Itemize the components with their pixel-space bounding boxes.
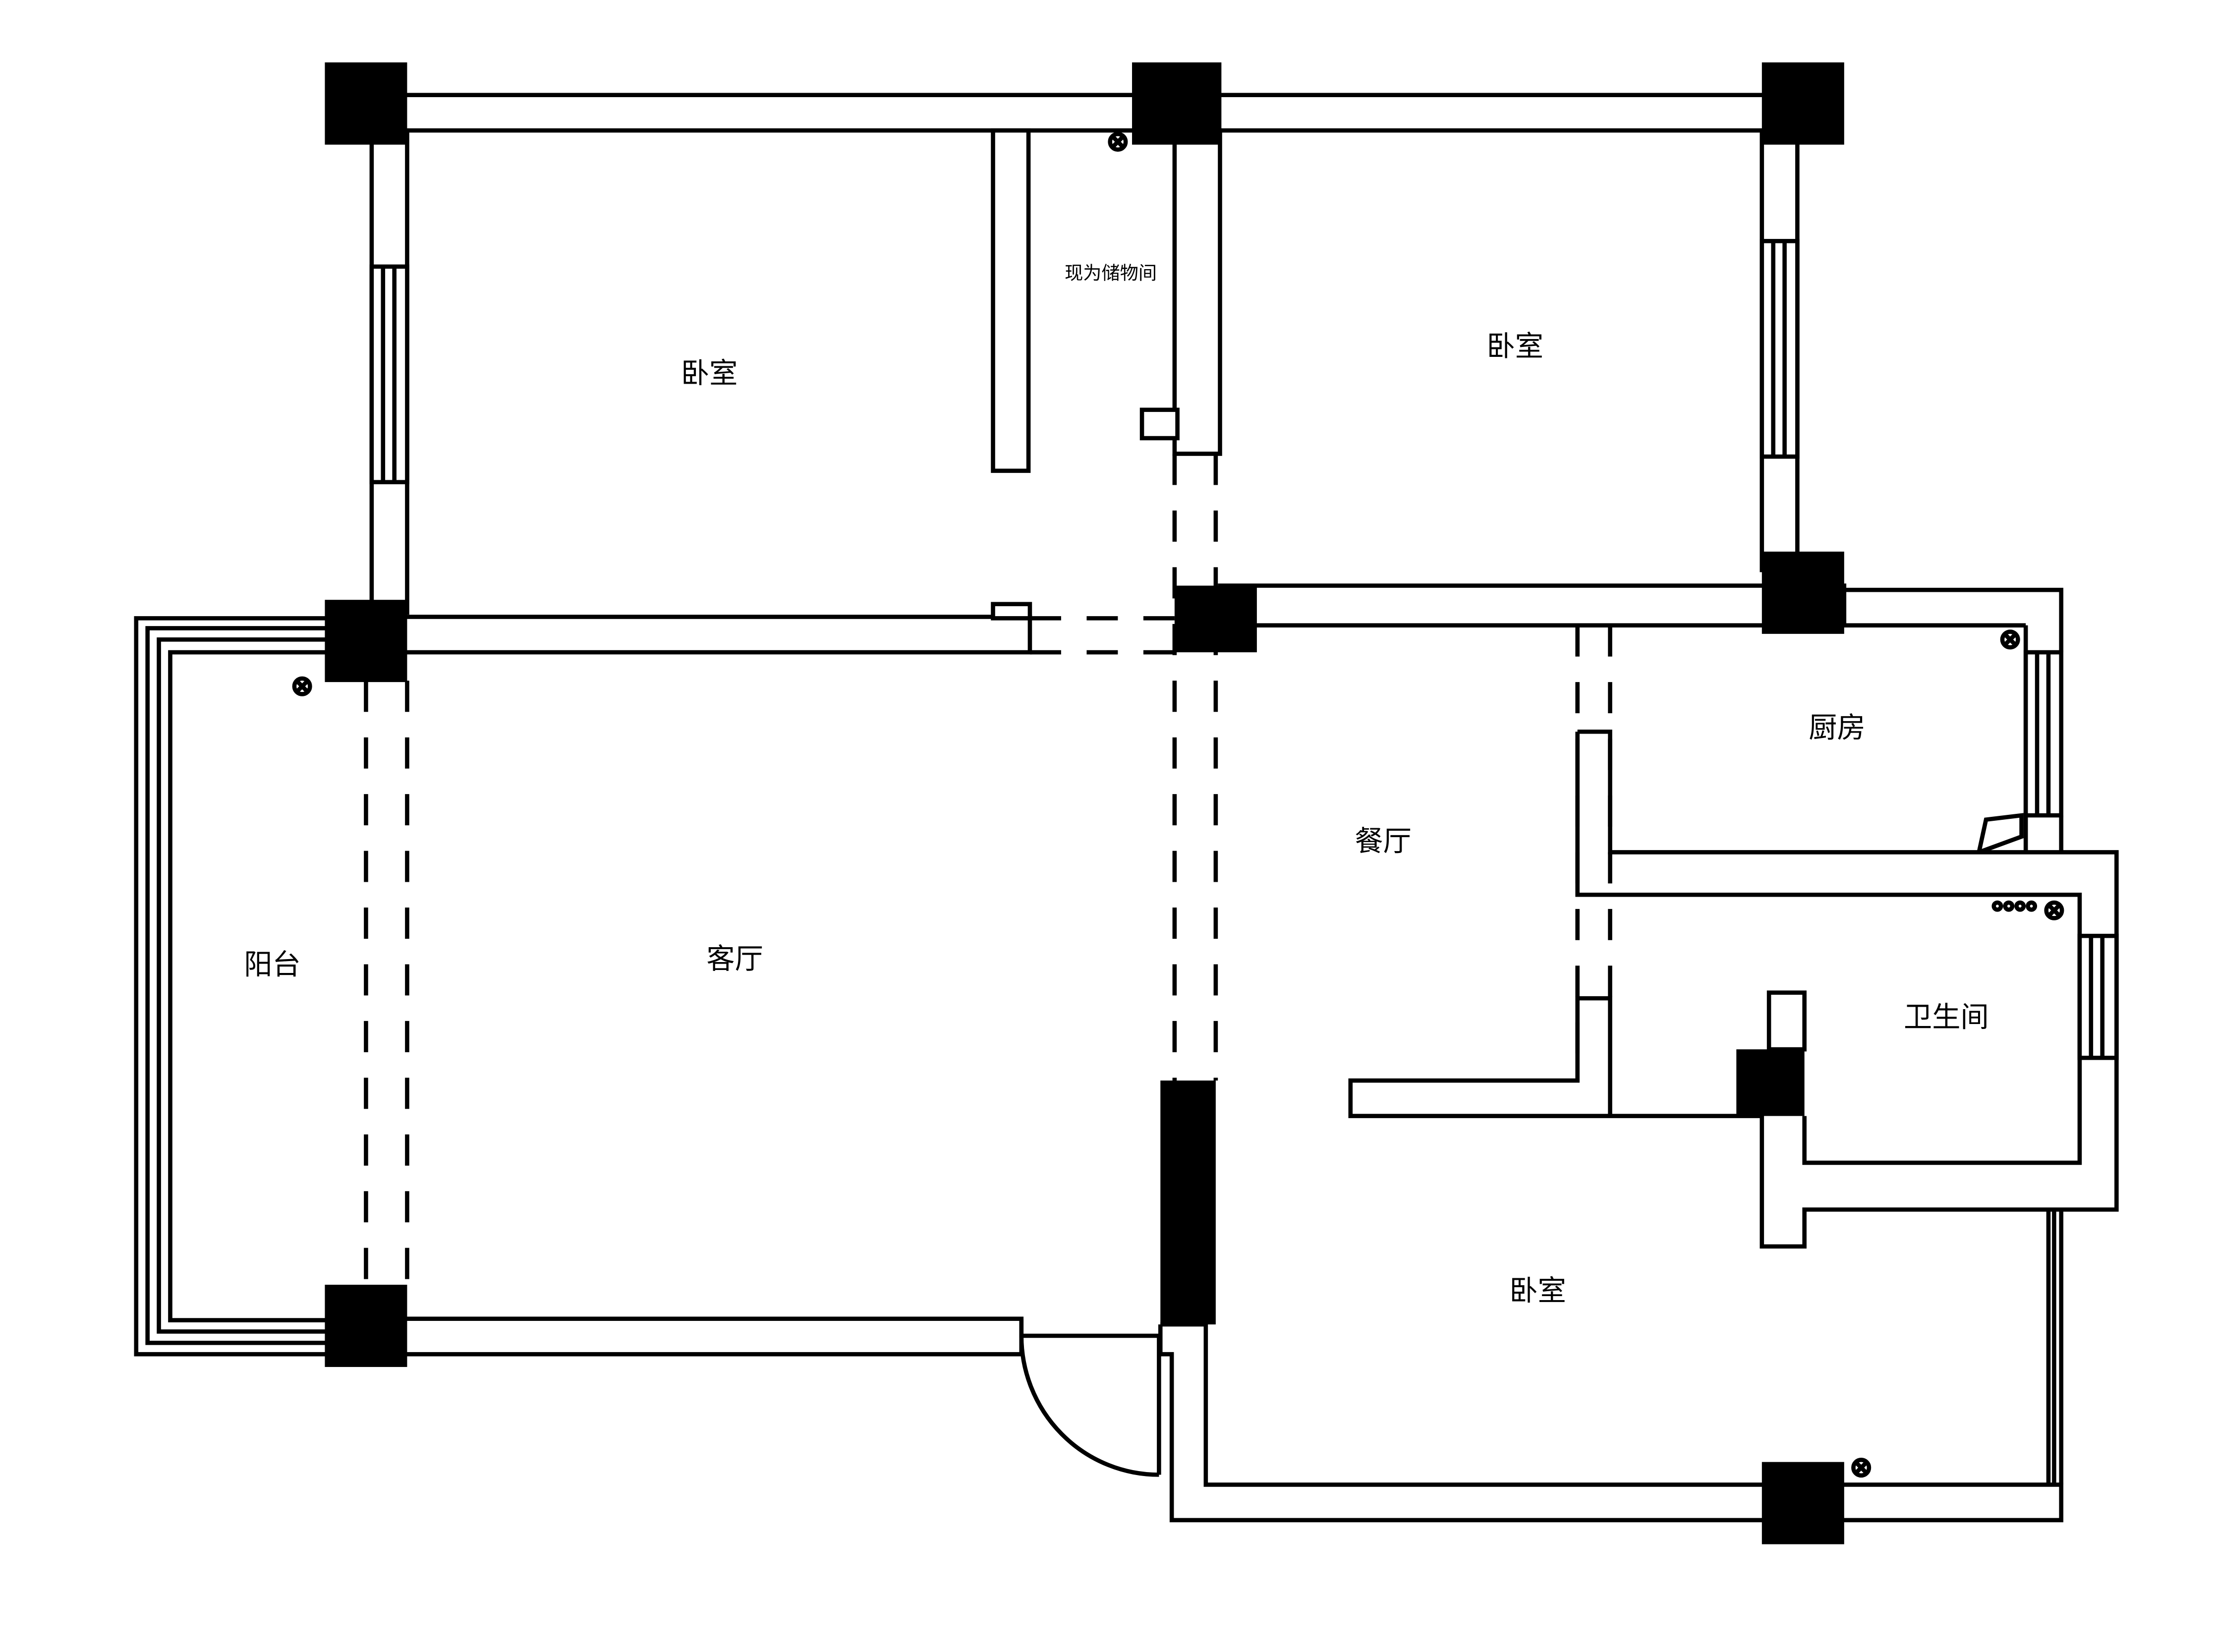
wall-living-bottom <box>364 1316 1024 1357</box>
window-icon <box>369 239 2119 1060</box>
wall-storage-notch <box>1139 407 1180 441</box>
wall-entry <box>1019 1318 1161 1475</box>
bath-fixtures-icon <box>1991 900 2038 912</box>
openings <box>364 454 1612 1285</box>
balcony-line-1 <box>134 616 366 1357</box>
wall-middle-stub <box>991 602 1032 621</box>
walls <box>134 93 2119 1523</box>
kitchen-fixture-icon <box>1977 813 2024 854</box>
wall-kitchen-left <box>1348 729 2119 1249</box>
light-fixture-icon <box>292 132 2064 1478</box>
wall-partition-storage <box>991 128 1031 473</box>
label-kitchen: 厨房 <box>1809 712 1865 744</box>
label-bathroom: 卫生间 <box>1904 1001 1989 1033</box>
wall-top <box>364 93 1804 133</box>
label-living: 客厅 <box>706 943 763 975</box>
column-icon <box>325 62 1844 1544</box>
balcony-line-2 <box>145 626 366 1345</box>
label-bedroom-top-right: 卧室 <box>1487 330 1543 363</box>
label-bedroom-bottom: 卧室 <box>1509 1274 1566 1307</box>
balcony-line-3 <box>157 637 366 1334</box>
wall-middle-left <box>364 615 1032 655</box>
room-labels: 卧室 现为储物间 卧室 厨房 餐厅 阳台 客厅 卫生间 卧室 <box>244 262 1988 1308</box>
balcony-line-4 <box>168 650 366 1322</box>
label-dining: 餐厅 <box>1355 825 1411 858</box>
wall-middle-right <box>1218 583 1847 627</box>
door-swing-icon <box>1019 1336 1159 1477</box>
wall-kitchen-outer <box>1844 587 2064 653</box>
wall-bath-stub <box>1766 990 1807 1052</box>
label-bedroom-top-left: 卧室 <box>681 357 738 390</box>
wall-bedroom-bottom <box>1158 1322 2064 1523</box>
wall-storage-right <box>1172 128 1222 456</box>
label-balcony: 阳台 <box>244 948 300 981</box>
label-storage: 现为储物间 <box>1065 262 1157 284</box>
